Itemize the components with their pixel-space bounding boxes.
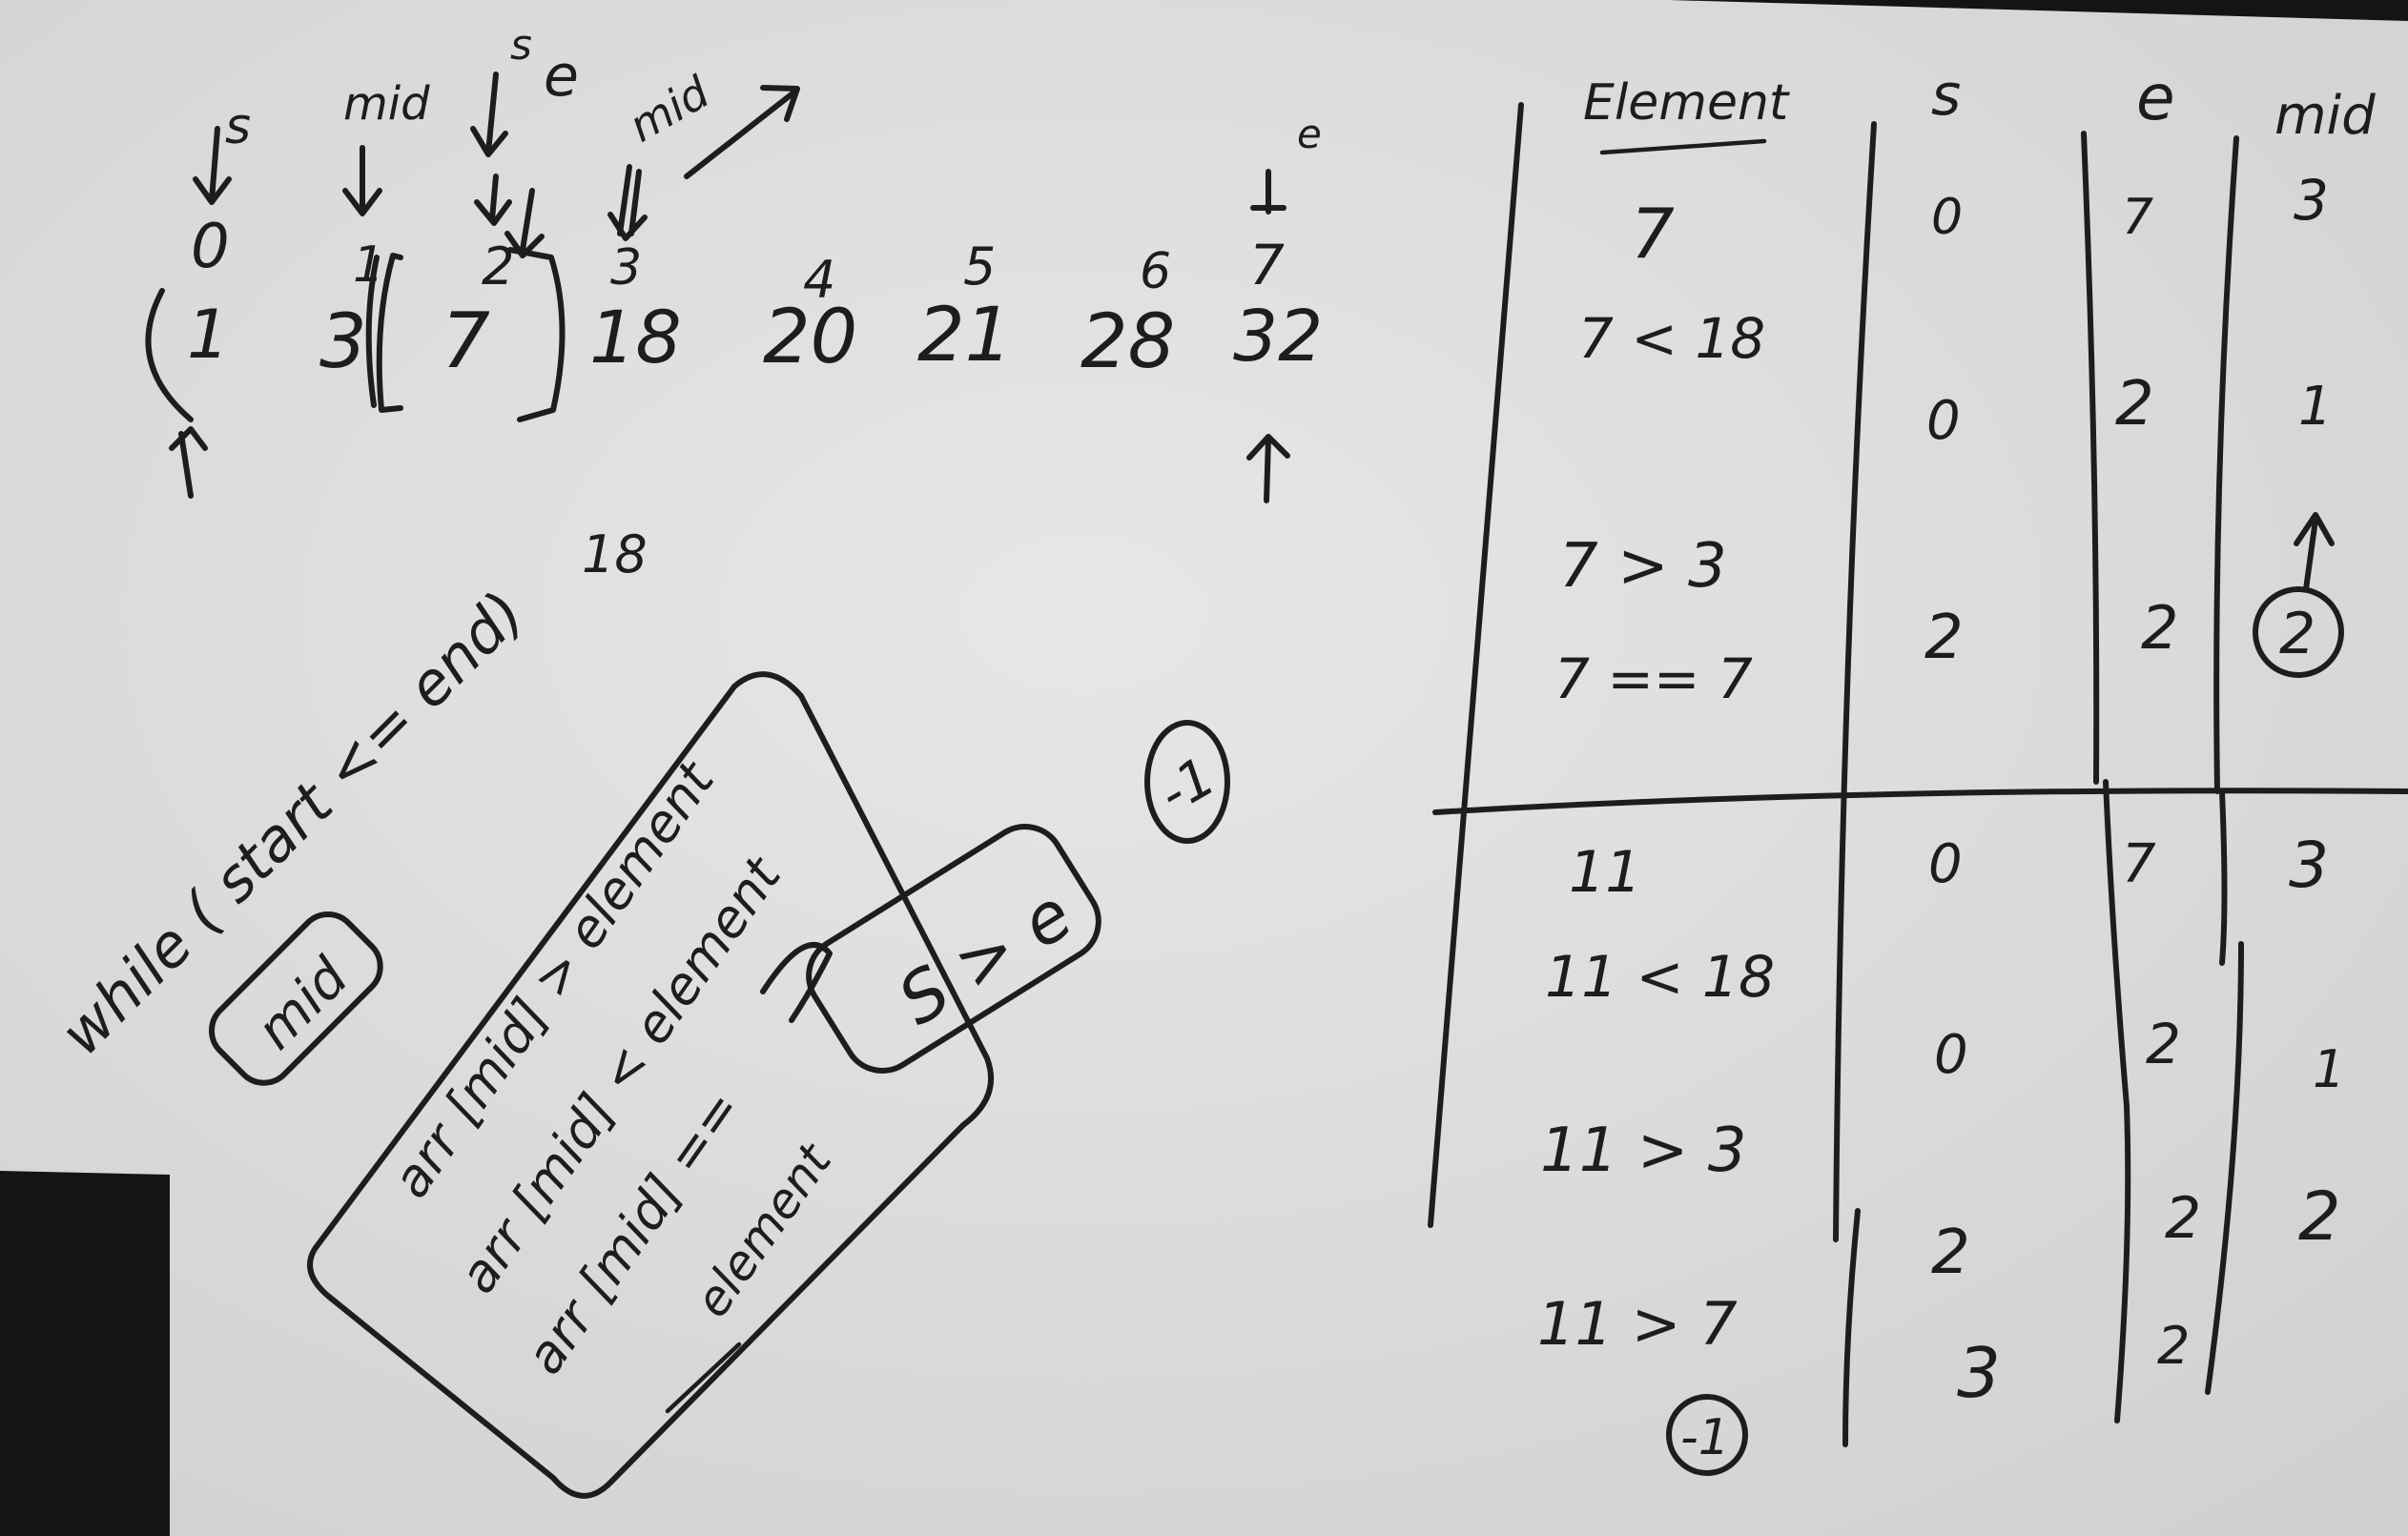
upper-e-2: 2 [2141,593,2178,663]
array-index-1: 1 [353,236,384,294]
upper-mid-0: 3 [2294,168,2329,233]
lower-e-2: 2 [2165,1185,2201,1252]
table-rule-left [1428,102,1524,1228]
top-right-dark-edge [1669,0,2408,21]
array-index-3: 3 [610,239,642,297]
s-gt-e-box [806,824,1101,1074]
upper-mid-2: 2 [2279,601,2315,667]
upper-e-0: 7 [2122,189,2153,246]
pointer-arrow-7 [1250,169,1286,215]
lower-e-0: 7 [2122,833,2156,895]
pointer-arrow-2a [470,72,508,157]
array-index-0: 0 [191,212,230,282]
upper-element-2: 7 > 3 [1559,531,1727,602]
upper-mid-ring [2253,586,2344,678]
bracket-right [507,247,566,422]
array-diagram: 0 1 2 3 4 5 6 7 1 3 7 18 20 21 28 32 s m… [145,21,1323,503]
upper-element-0: 7 [1631,194,1675,274]
bracket-left [376,253,403,413]
pointer-arrow-mid-up [684,85,800,179]
lower-s-3: 3 [1957,1333,2001,1413]
upper-s-1: 0 [1926,390,1961,452]
pointer-arrow-1 [342,145,382,216]
bottom-left-dark-edge [0,1171,170,1536]
underline-mark [665,1341,742,1414]
pointer-arrow-0 [193,126,232,205]
lower-element-3: 11 > 7 [1537,1289,1738,1359]
conditions-box [307,671,995,1499]
lower-e-3: 2 [2157,1316,2190,1376]
array-value-7: 32 [1233,296,1323,378]
array-value-4: 20 [763,295,857,380]
bracket-left-outer [365,255,380,408]
pointer-e-2: e [544,43,579,110]
pointer-arrow-2c [504,188,545,258]
lower-mid-2: 2 [2298,1178,2341,1256]
pointer-arrow-3 [607,164,648,241]
lower-s-2: 2 [1931,1218,1970,1288]
header-s: s [1931,62,1961,129]
lower-e-1: 2 [2146,1012,2181,1076]
table-rule-1 [1833,121,1877,1447]
lower-element-1: 11 < 18 [1545,944,1775,1011]
bottom-arrow-7 [1246,434,1290,503]
header-element: Element [1583,74,1790,132]
array-index-2: 2 [482,236,514,297]
array-index-7: 7 [1249,233,1285,297]
trace-table: Element s e mid 7 7 < 18 7 > 3 7 == 7 0 … [1428,61,2408,1476]
array-index-5: 5 [963,236,996,297]
upper-element-1: 7 < 18 [1578,306,1765,371]
header-mid: mid [2274,85,2376,147]
header-e: e [2136,61,2175,134]
array-index-4: 4 [803,250,835,310]
table-rule-horizontal [1432,788,2408,815]
lower-element-0: 11 [1569,839,1641,906]
loose-number: 18 [582,524,648,584]
lower-mid-1: 1 [2313,1039,2345,1099]
pointer-mid-1: mid [343,77,430,131]
pointer-arrow-2b [474,174,512,226]
upper-mid-1: 1 [2298,376,2333,438]
lower-s-0: 0 [1928,833,1963,895]
table-rule-2 [2081,131,2131,1423]
upper-s-2: 2 [1924,603,1964,673]
array-value-3: 18 [589,295,682,379]
lower-result-ring [1666,1394,1748,1476]
circled-result-ring [1144,720,1230,844]
pointer-e-7: e [1297,111,1322,157]
upper-mid-arrow [2294,512,2335,592]
array-value-1: 3 [319,299,367,385]
lower-s-1: 0 [1934,1024,1968,1086]
strike-mark [760,942,833,1023]
lower-result: -1 [1680,1409,1730,1466]
upper-s-0: 0 [1931,189,1963,246]
left-curve-arrow [145,288,208,499]
lower-element-2: 11 > 3 [1540,1116,1746,1186]
table-rule-3 [2205,135,2244,1395]
mid-box [209,911,383,1086]
lower-mid-0: 3 [2289,829,2329,902]
pointer-s-0: s [225,98,251,155]
header-element-underline [1599,138,1767,155]
array-value-0: 1 [187,296,230,374]
upper-e-1: 2 [2115,369,2154,440]
pointer-s-2: s [510,21,532,70]
array-value-5: 21 [917,293,1012,379]
array-value-2: 7 [442,297,490,385]
array-index-6: 6 [1140,243,1171,300]
upper-element-3: 7 == 7 [1554,646,1753,711]
array-value-6: 28 [1081,299,1175,385]
